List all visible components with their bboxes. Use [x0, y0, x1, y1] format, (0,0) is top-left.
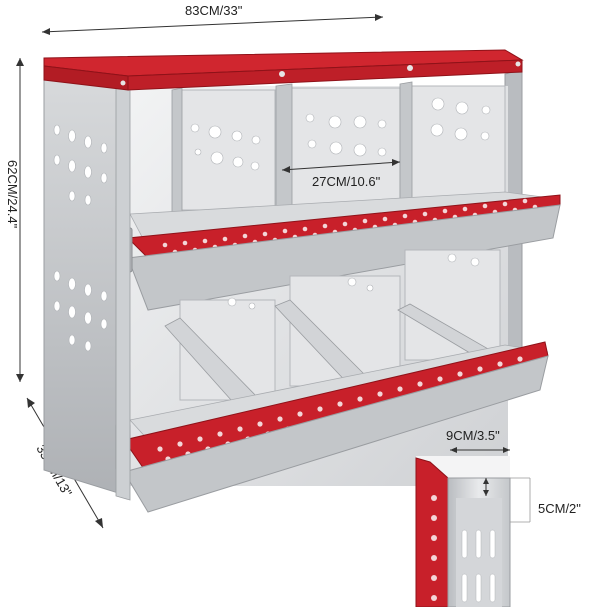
lip-height-label: 5CM/2": [538, 501, 581, 516]
back-vent-holes-upper: [190, 97, 491, 171]
lip-width-label: 9CM/3.5": [446, 428, 500, 443]
height-label: 62CM/24.4": [5, 160, 20, 229]
height-dimension: 62CM/24.4": [5, 58, 24, 382]
width-dimension: 83CM/33": [41, 3, 384, 35]
nesting-box-cabinet: 27CM/10.6": [43, 49, 561, 513]
back-vent-holes-lower: [227, 253, 480, 310]
width-label: 83CM/33": [185, 3, 243, 18]
compartment-width-label: 27CM/10.6": [312, 174, 381, 189]
compartment-width-dimension: 27CM/10.6": [281, 159, 401, 189]
lip-detail-inset: 9CM/3.5" 5CM/2": [415, 428, 581, 607]
left-vent-holes: [53, 124, 108, 352]
